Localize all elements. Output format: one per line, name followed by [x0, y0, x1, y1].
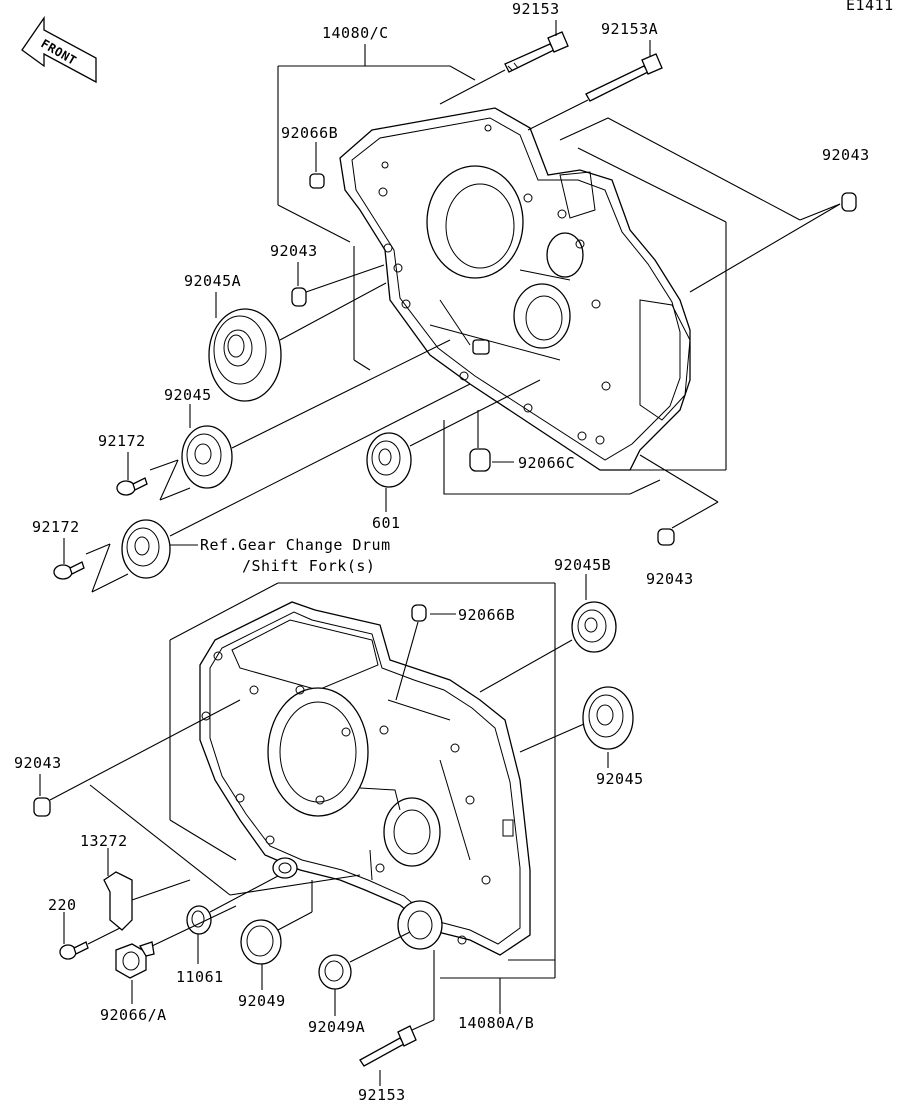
label-92043-left: 92043 [270, 242, 318, 260]
label-601: 601 [372, 514, 401, 532]
dowel-92043-left [291, 287, 307, 307]
seal-92049a-drawing [318, 954, 352, 990]
label-92049a: 92049A [308, 1018, 365, 1036]
dowel-92043-right-mid [657, 528, 675, 546]
screw-92172-b-drawing [53, 561, 85, 580]
screw-220-drawing [59, 941, 89, 960]
part-labels: 14080/C 92153 92153A 92066B 92043 92043 … [14, 0, 870, 1103]
label-92172-b: 92172 [32, 518, 80, 536]
bearing-92045b-drawing [571, 601, 617, 653]
lower-crankcase-drawing [199, 601, 531, 956]
bearing-92045-left-drawing [181, 425, 233, 489]
dowel-92066b-top [309, 173, 325, 189]
label-220: 220 [48, 896, 77, 914]
label-13272: 13272 [80, 832, 128, 850]
diagram-id: E1411 [846, 0, 894, 14]
label-92045-left: 92045 [164, 386, 212, 404]
label-92066c: 92066C [518, 454, 575, 472]
label-11061: 11061 [176, 968, 224, 986]
label-ref-gear-change-drum: Ref.Gear Change Drum [200, 536, 391, 554]
bracket-13272 [103, 871, 133, 931]
plug-92066c [469, 448, 491, 472]
dowel-92043-right-top [841, 192, 857, 212]
collar-drawing [272, 857, 298, 879]
label-92043-right-mid: 92043 [646, 570, 694, 588]
screw-92172-a-drawing [116, 477, 148, 496]
label-92153a: 92153A [601, 20, 658, 38]
drain-plug-92066a-drawing [115, 941, 155, 979]
dowel-92043-bottom-left [33, 797, 51, 817]
upper-crankcase-drawing [339, 107, 691, 471]
label-92045b: 92045B [554, 556, 611, 574]
bearing-601-drawing [366, 432, 412, 488]
bolt-92153-top-drawing [504, 31, 569, 73]
bearing-92045-right-drawing [582, 686, 634, 750]
label-92043-bottom-left: 92043 [14, 754, 62, 772]
label-92045-right: 92045 [596, 770, 644, 788]
bearing-ref-gear-change-drum-drawing [121, 519, 171, 579]
leader-lines [39, 20, 841, 1086]
label-92172-a: 92172 [98, 432, 146, 450]
label-92066b-top: 92066B [281, 124, 338, 142]
label-92043-right-top: 92043 [822, 146, 870, 164]
label-92049: 92049 [238, 992, 286, 1010]
label-14080c: 14080/C [322, 24, 389, 42]
label-92045a: 92045A [184, 272, 241, 290]
label-92066b-bottom: 92066B [458, 606, 515, 624]
bolt-92153a-drawing [585, 53, 663, 102]
label-92066a: 92066/A [100, 1006, 167, 1024]
label-shift-fork: /Shift Fork(s) [242, 557, 375, 575]
seal-92049-drawing [240, 919, 282, 965]
bearing-92045a-drawing [208, 308, 282, 402]
dowel-92066b-bottom [411, 604, 427, 622]
label-92153-top: 92153 [512, 0, 560, 18]
bolt-92153-bottom-drawing [359, 1025, 417, 1067]
label-92153-bottom: 92153 [358, 1086, 406, 1103]
label-14080ab: 14080A/B [458, 1014, 534, 1032]
front-arrow-icon: FRONT [21, 15, 97, 84]
